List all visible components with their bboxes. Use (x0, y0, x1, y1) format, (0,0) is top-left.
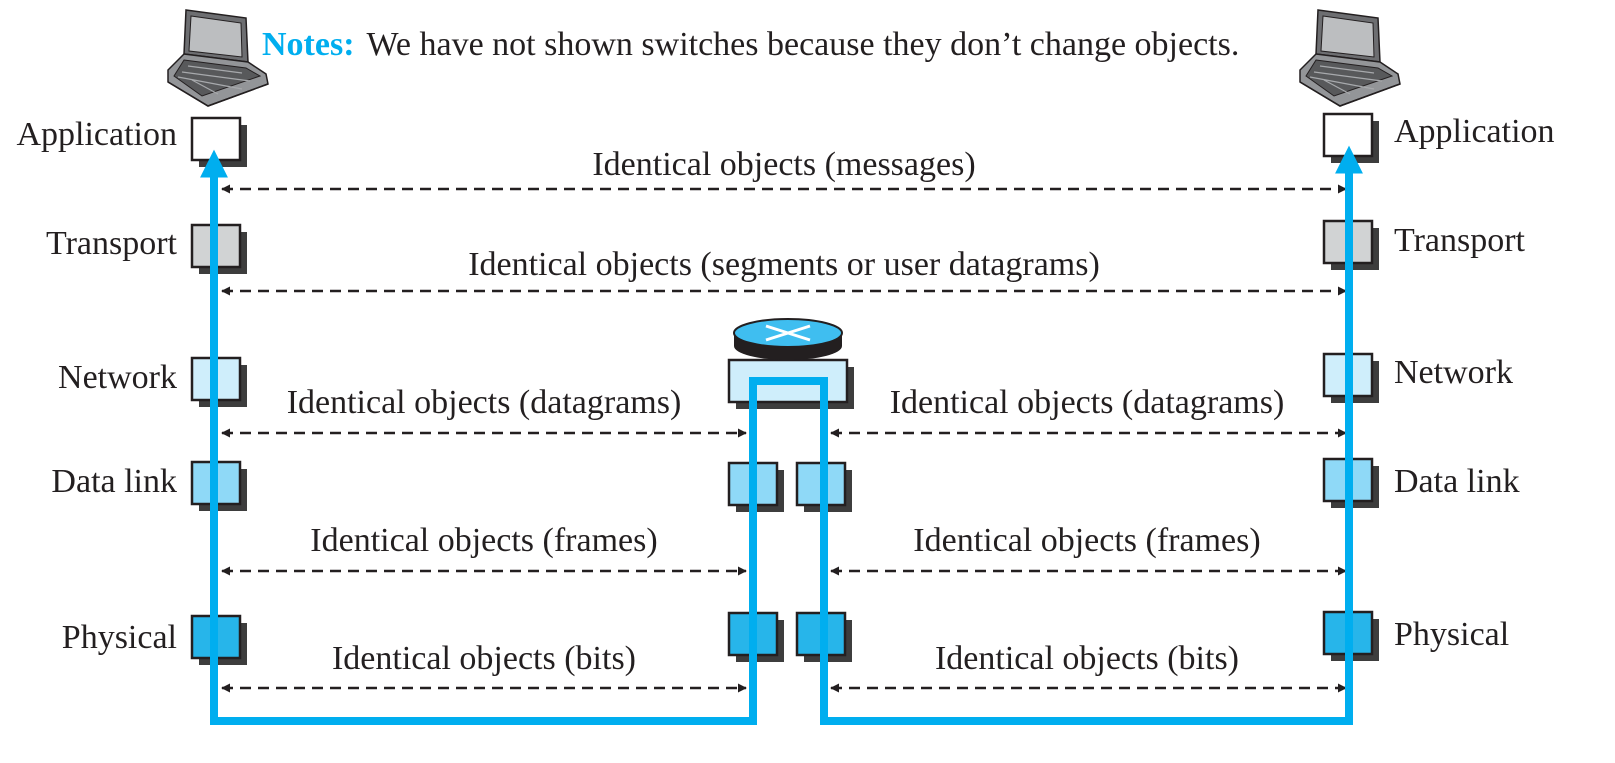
layer-label-transport: Transport (1394, 222, 1526, 259)
layer-label-data-link: Data link (1394, 463, 1520, 500)
bits-right-label: Identical objects (bits) (935, 640, 1239, 677)
application-layer-box (1322, 112, 1374, 158)
note: Notes: We have not shown switches becaus… (262, 26, 1239, 63)
frames-left-label: Identical objects (frames) (310, 522, 657, 559)
note-text: We have not shown switches because they … (367, 26, 1240, 63)
note-keyword: Notes: (262, 26, 355, 63)
segments-label: Identical objects (segments or user data… (468, 246, 1100, 283)
layer-label-application: Application (16, 116, 177, 153)
laptop-icon (167, 9, 269, 107)
data-flow-path (200, 149, 1353, 725)
datagrams-left-label: Identical objects (datagrams) (287, 384, 682, 421)
messages-label: Identical objects (messages) (592, 146, 975, 183)
layer-label-network: Network (58, 359, 177, 396)
layer-label-transport: Transport (46, 225, 178, 262)
router (727, 318, 854, 662)
laptop-icon (1299, 9, 1401, 107)
layer-label-network: Network (1394, 354, 1513, 391)
layer-label-physical: Physical (62, 619, 177, 656)
bits-left-label: Identical objects (bits) (332, 640, 636, 677)
layer-label-physical: Physical (1394, 616, 1509, 653)
frames-right-label: Identical objects (frames) (913, 522, 1260, 559)
router-icon (733, 318, 843, 360)
layer-label-data-link: Data link (51, 463, 177, 500)
layer-label-application: Application (1394, 113, 1555, 150)
application-layer-box (190, 116, 242, 162)
left-host-stack (190, 116, 247, 665)
datagrams-right-label: Identical objects (datagrams) (890, 384, 1285, 421)
